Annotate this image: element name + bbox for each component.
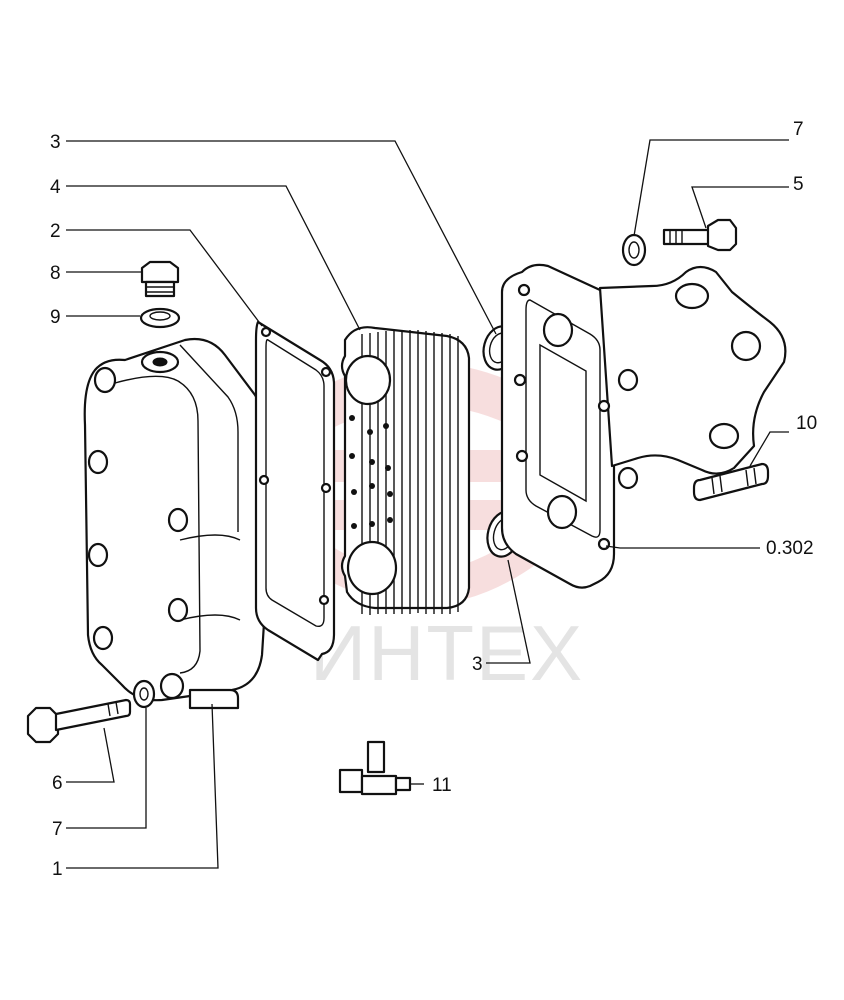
label-8: 8	[50, 263, 61, 284]
part-7-washer-top	[621, 233, 647, 267]
watermark-text: ИНТЕХ	[310, 609, 584, 697]
part-0302-support	[500, 263, 787, 589]
part-8-plug	[140, 260, 180, 298]
label-9: 9	[50, 307, 61, 328]
label-3-top: 3	[50, 132, 61, 153]
part-7-washer-bottom	[132, 679, 156, 709]
label-7-bottom: 7	[52, 819, 63, 840]
part-4-cooler-core	[340, 326, 471, 615]
part-5-bolt	[662, 218, 738, 252]
part-11-connector	[338, 740, 412, 796]
part-9-washer	[139, 307, 181, 329]
label-7-top: 7	[793, 119, 804, 140]
label-11: 11	[432, 775, 452, 796]
leader-lines	[66, 139, 789, 869]
part-1-housing	[83, 337, 271, 710]
label-4: 4	[50, 177, 61, 198]
part-10-stud	[692, 462, 770, 502]
label-0302: 0.302	[766, 538, 814, 559]
part-6-bolt	[26, 698, 132, 744]
label-1: 1	[52, 859, 63, 880]
label-10: 10	[796, 413, 817, 434]
callout-labels: 3 4 2 8 9 7 5 10 0.302 3 6 7 1 11	[50, 119, 817, 880]
part-2-gasket	[254, 320, 336, 662]
label-2: 2	[50, 221, 61, 242]
label-6: 6	[52, 773, 63, 794]
label-3-bottom: 3	[472, 654, 483, 675]
label-5: 5	[793, 174, 804, 195]
